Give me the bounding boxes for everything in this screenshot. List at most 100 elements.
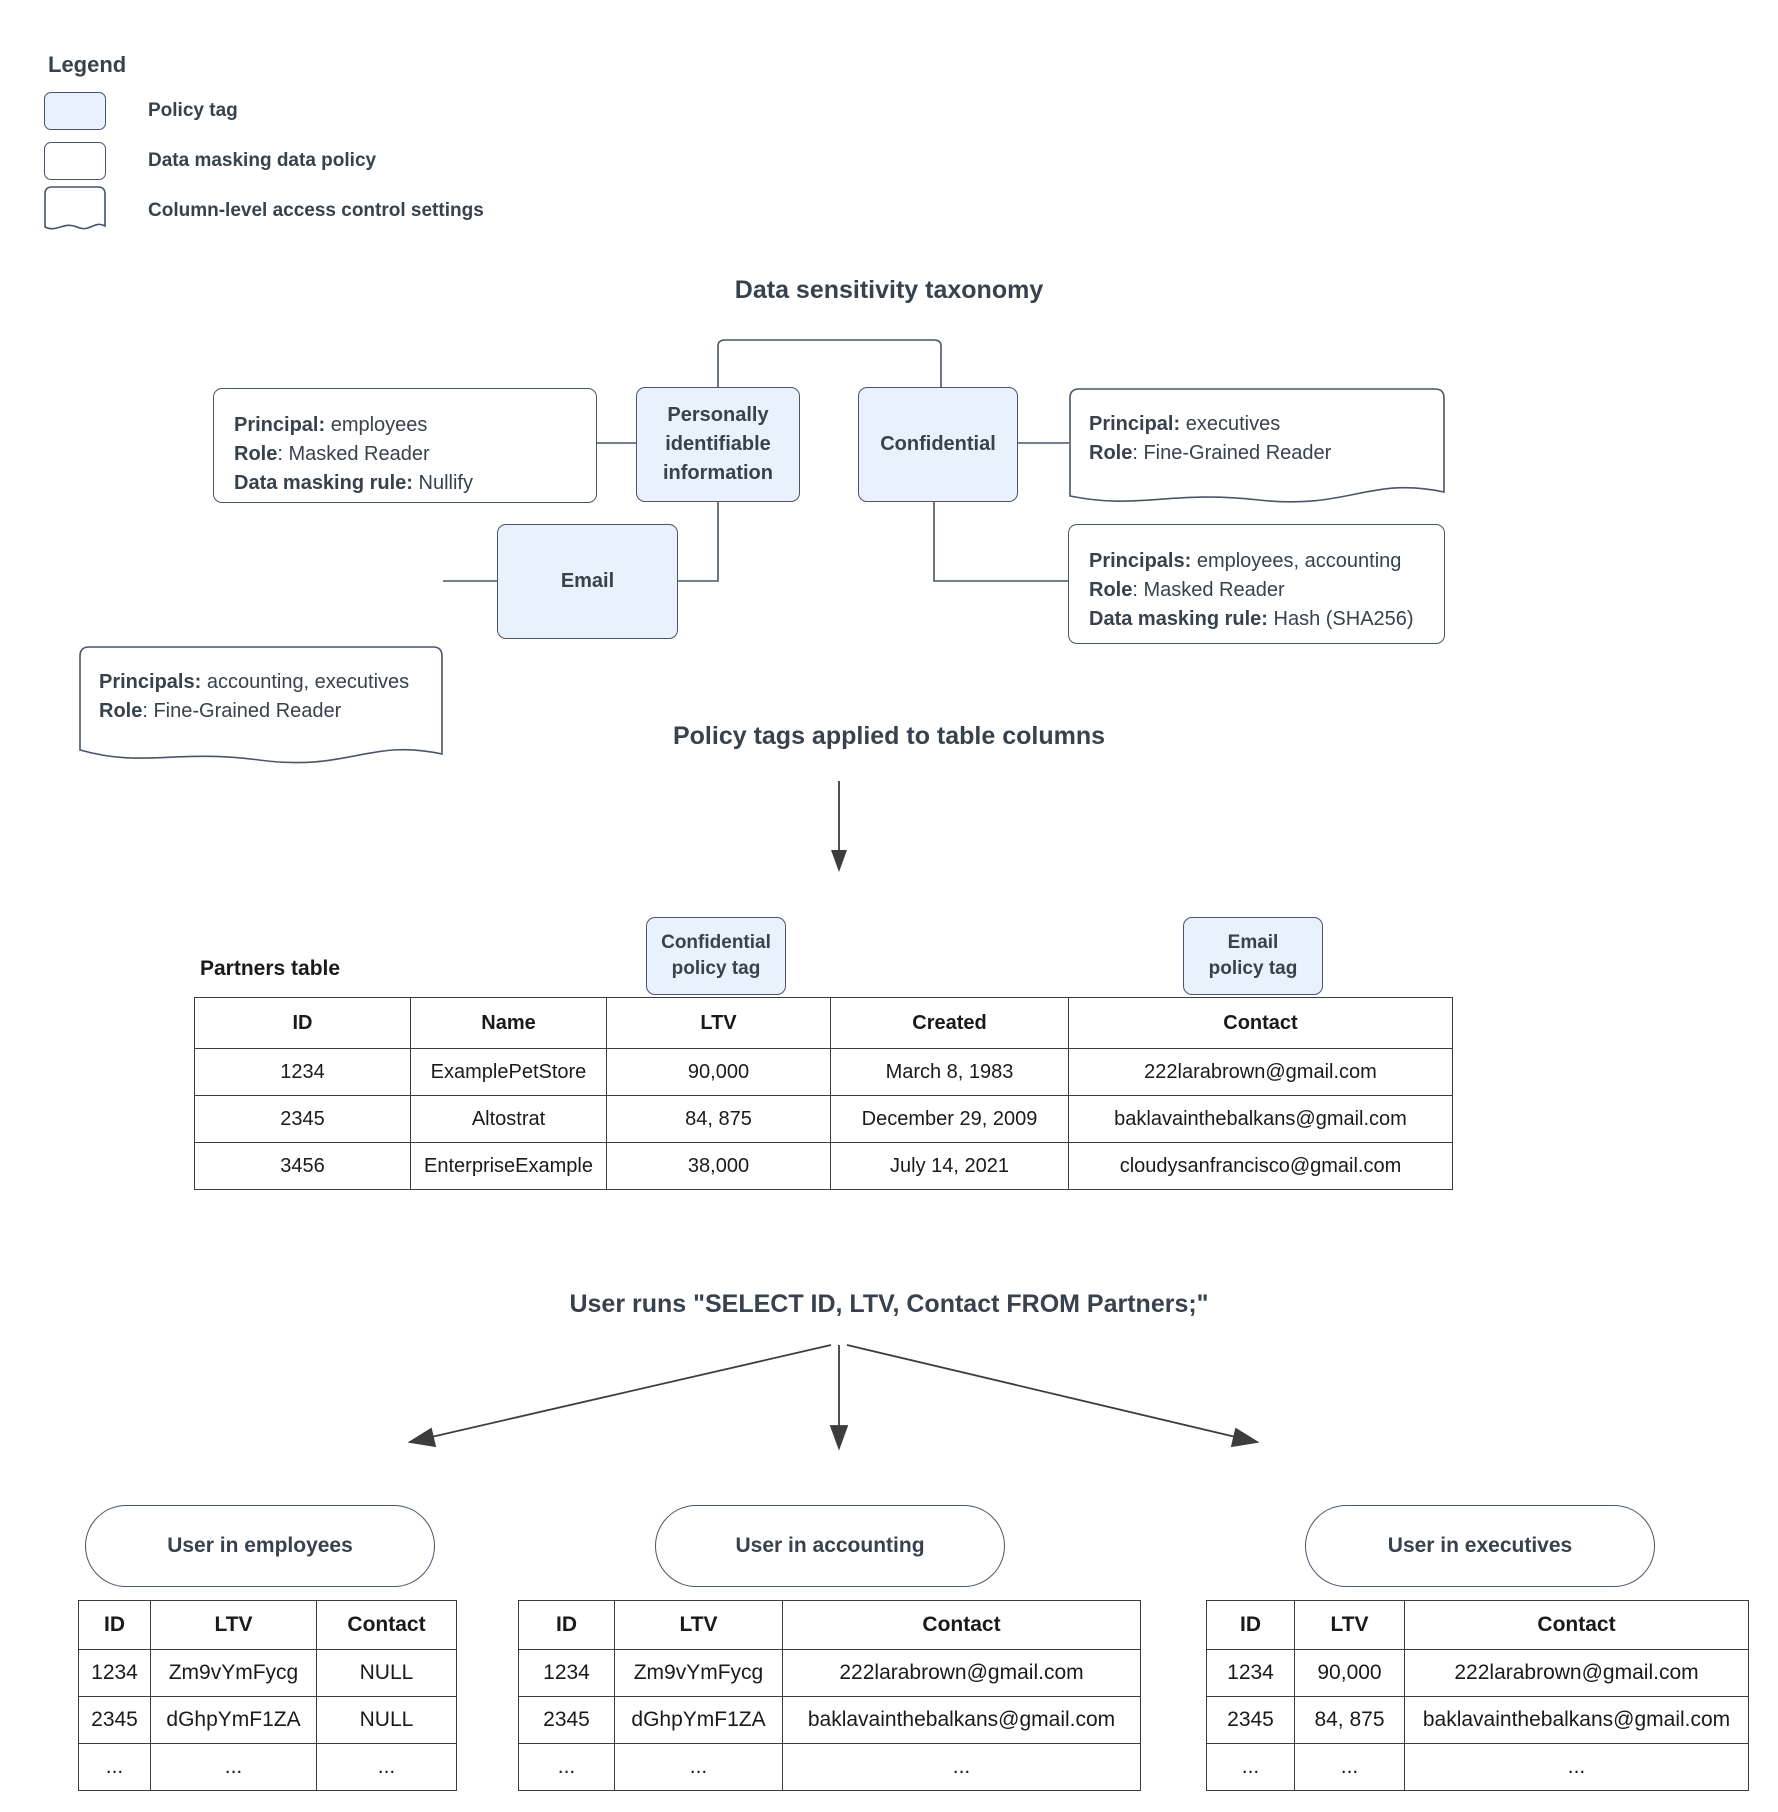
column-header: Contact (316, 1600, 457, 1650)
table-cell: December 29, 2009 (830, 1095, 1069, 1143)
column-policy-tag-confidential[interactable]: Confidential policy tag (646, 917, 786, 995)
column-header: ID (194, 997, 411, 1049)
table-cell: 38,000 (606, 1142, 831, 1190)
policy-tag-line1: Confidential (661, 932, 771, 954)
query-title: User runs "SELECT ID, LTV, Contact FROM … (569, 1290, 1209, 1318)
policy-line: Role: Fine-Grained Reader (99, 700, 342, 722)
policy-body: Principal: executives Role: Fine-Grained… (1069, 388, 1445, 490)
column-header: LTV (1294, 1600, 1405, 1650)
legend-item-label: Column-level access control settings (148, 200, 484, 221)
policy-line: Role: Fine-Grained Reader (1089, 442, 1332, 464)
policy-line: Principals: employees, accounting (1089, 550, 1402, 572)
persona-label: User in accounting (735, 1534, 925, 1557)
policy-line: Role: Masked Reader (1089, 579, 1285, 601)
policy-tag-confidential[interactable]: Confidential (858, 387, 1018, 502)
table-cell: dGhpYmF1ZA (150, 1696, 317, 1744)
policy-tag-pii[interactable]: Personally identifiable information (636, 387, 800, 502)
table-cell: ... (518, 1743, 615, 1791)
table-cell: 90,000 (1294, 1649, 1405, 1697)
confidential-data-masking-policy-box: Principals: employees, accounting Role: … (1068, 524, 1445, 644)
table-cell: ... (614, 1743, 783, 1791)
table-row: ......... (518, 1743, 1141, 1791)
policy-line: Principal: executives (1089, 413, 1281, 435)
table-cell: NULL (316, 1696, 457, 1744)
table-cell: 1234 (1206, 1649, 1295, 1697)
persona-oval-accounting: User in accounting (655, 1505, 1005, 1587)
table-cell: 3456 (194, 1142, 411, 1190)
column-header: Contact (1404, 1600, 1749, 1650)
column-access-swatch-icon (44, 186, 106, 234)
policy-tag-line2: policy tag (1208, 958, 1298, 979)
legend-item-label: Data masking data policy (148, 150, 377, 171)
applied-arrow (0, 760, 1778, 880)
table-cell: 222larabrown@gmail.com (782, 1649, 1141, 1697)
persona-oval-executives: User in executives (1305, 1505, 1655, 1587)
table-cell: baklavainthebalkans@gmail.com (782, 1696, 1141, 1744)
table-cell: EnterpriseExample (410, 1142, 607, 1190)
table-cell: ... (150, 1743, 317, 1791)
table-row: ......... (1206, 1743, 1749, 1791)
partners-table-label: Partners table (200, 957, 341, 980)
table-cell: July 14, 2021 (830, 1142, 1069, 1190)
column-header: ID (518, 1600, 615, 1650)
table-cell: ... (782, 1743, 1141, 1791)
column-header: LTV (150, 1600, 317, 1650)
table-cell: 84, 875 (1294, 1696, 1405, 1744)
table-cell: ... (1294, 1743, 1405, 1791)
policy-body: Principals: accounting, executives Role:… (79, 646, 443, 748)
policy-line: Data masking rule: Nullify (234, 472, 473, 494)
table-cell: March 8, 1983 (830, 1048, 1069, 1096)
column-header: Created (830, 997, 1069, 1049)
table-cell: 2345 (194, 1095, 411, 1143)
table-row: ......... (78, 1743, 457, 1791)
table-cell: cloudysanfrancisco@gmail.com (1068, 1142, 1453, 1190)
legend: Legend Policy tag Data masking data poli… (44, 52, 664, 238)
column-policy-tag-email[interactable]: Email policy tag (1183, 917, 1323, 995)
applied-title: Policy tags applied to table columns (672, 722, 1106, 750)
table-cell: 1234 (518, 1649, 615, 1697)
column-header: LTV (614, 1600, 783, 1650)
legend-item-data-masking-policy: Data masking data policy (44, 138, 664, 184)
table-cell: Zm9vYmFycg (614, 1649, 783, 1697)
table-cell: ... (316, 1743, 457, 1791)
pii-data-masking-policy-box: Principal: employees Role: Masked Reader… (213, 388, 597, 503)
table-cell: ... (1206, 1743, 1295, 1791)
policy-tag-email[interactable]: Email (497, 524, 678, 639)
table-cell: 222larabrown@gmail.com (1404, 1649, 1749, 1697)
policy-line: Principal: employees (234, 414, 428, 436)
email-column-access-box: Principals: accounting, executives Role:… (79, 646, 443, 768)
legend-title: Legend (48, 52, 127, 77)
policy-tag-label: Confidential (880, 433, 996, 455)
table-cell: 1234 (194, 1048, 411, 1096)
column-header: Contact (1068, 997, 1453, 1049)
legend-item-policy-tag: Policy tag (44, 88, 664, 134)
policy-line: Principals: accounting, executives (99, 671, 410, 693)
table-cell: ... (1404, 1743, 1749, 1791)
column-header: LTV (606, 997, 831, 1049)
table-cell: ... (78, 1743, 151, 1791)
query-fanout-arrows (0, 1330, 1778, 1460)
confidential-column-access-box: Principal: executives Role: Fine-Grained… (1069, 388, 1445, 510)
legend-item-label: Policy tag (148, 100, 238, 121)
column-header: Name (410, 997, 607, 1049)
table-cell: dGhpYmF1ZA (614, 1696, 783, 1744)
table-cell: 90,000 (606, 1048, 831, 1096)
policy-tag-label: Personally identifiable information (663, 404, 773, 484)
policy-line: Data masking rule: Hash (SHA256) (1089, 608, 1414, 630)
table-cell: ExamplePetStore (410, 1048, 607, 1096)
